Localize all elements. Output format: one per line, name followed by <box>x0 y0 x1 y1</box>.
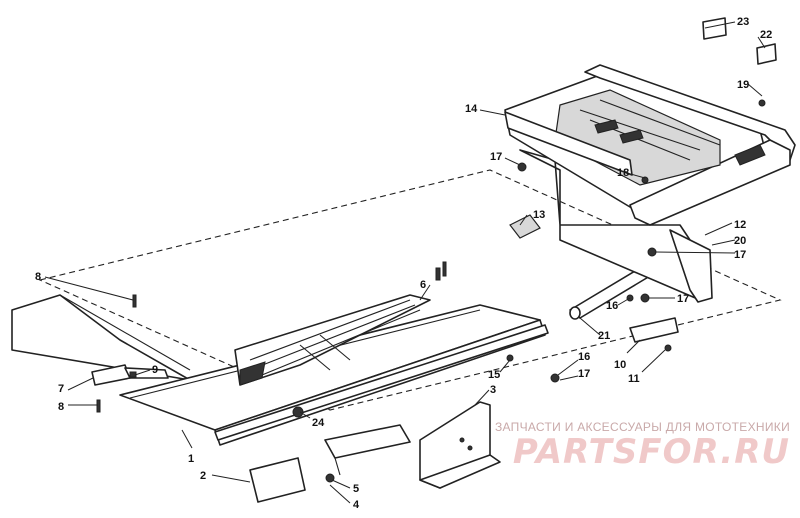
callout-22: 22 <box>760 29 772 41</box>
callout-17-c: 17 <box>677 293 689 305</box>
watermark-brand: PARTSFOR.RU <box>512 432 790 472</box>
callout-15: 15 <box>488 369 500 381</box>
callout-13: 13 <box>533 209 545 221</box>
callout-19: 19 <box>737 79 749 91</box>
callout-3: 3 <box>490 384 496 396</box>
callout-5: 5 <box>353 483 359 495</box>
leader-lines <box>44 21 766 504</box>
decal-pieces <box>702 17 777 65</box>
callout-17-d: 17 <box>578 368 590 380</box>
callout-7: 7 <box>58 383 64 395</box>
callout-8-a: 8 <box>35 271 41 283</box>
callout-21: 21 <box>598 330 610 342</box>
callout-11: 11 <box>628 373 640 385</box>
callout-1: 1 <box>188 453 194 465</box>
callout-14: 14 <box>465 103 478 115</box>
callout-labels: 23 22 19 14 17 18 13 12 20 17 6 17 16 21… <box>35 16 772 511</box>
watermark-tagline: ЗАПЧАСТИ И АКСЕССУАРЫ ДЛЯ МОТОТЕХНИКИ <box>494 420 790 434</box>
mount-bracket <box>419 401 501 489</box>
bracket-plate <box>324 424 411 476</box>
callout-12: 12 <box>734 219 746 231</box>
callout-9: 9 <box>152 364 158 376</box>
reflector-plate <box>249 457 306 503</box>
callout-6: 6 <box>420 279 426 291</box>
watermark: ЗАПЧАСТИ И АКСЕССУАРЫ ДЛЯ МОТОТЕХНИКИ PA… <box>490 420 790 470</box>
rear-frame <box>519 149 713 303</box>
callout-10: 10 <box>614 359 626 371</box>
callout-17-a: 17 <box>490 151 502 163</box>
callout-4: 4 <box>353 499 360 511</box>
luggage-rack <box>504 64 796 226</box>
plate-10 <box>629 317 679 343</box>
callout-24: 24 <box>312 417 325 429</box>
callout-2: 2 <box>200 470 206 482</box>
callout-16-b: 16 <box>578 351 590 363</box>
cushion-strip <box>234 294 431 386</box>
callout-8-b: 8 <box>58 401 64 413</box>
callout-23: 23 <box>737 16 749 28</box>
callout-16-a: 16 <box>606 300 618 312</box>
callout-17-b: 17 <box>734 249 746 261</box>
callout-20: 20 <box>734 235 746 247</box>
callout-18: 18 <box>617 167 629 179</box>
